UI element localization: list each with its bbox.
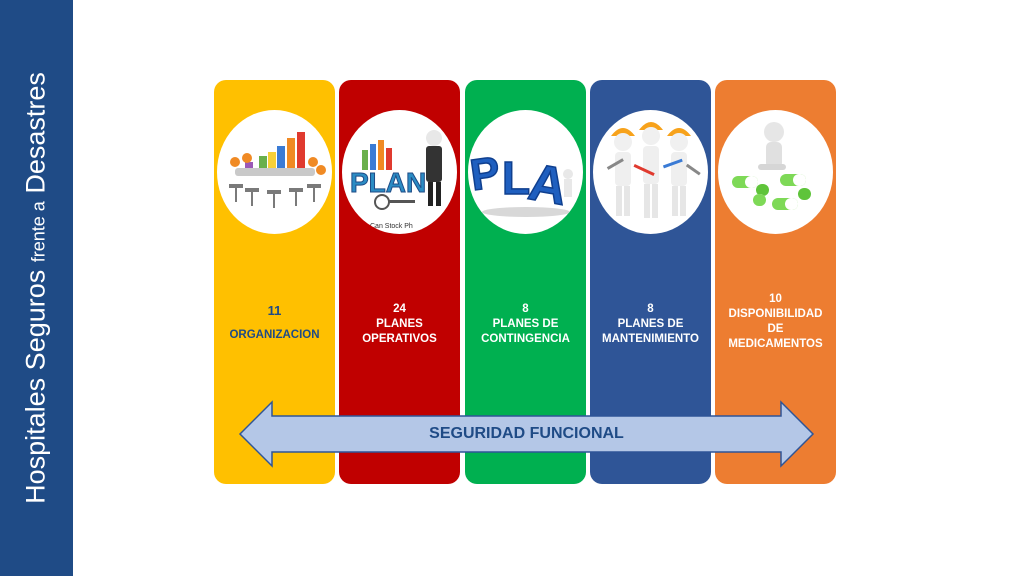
card-text-planes-contingencia: 8 PLANES DE CONTINGENCIA	[465, 302, 586, 347]
card-label-line: MANTENIMIENTO	[602, 333, 699, 345]
card-label-line: ORGANIZACION	[229, 329, 320, 341]
stock-watermark: Can Stock Ph	[370, 223, 413, 230]
card-text-planes-operativos: 24 PLANES OPERATIVOS	[339, 302, 460, 347]
card-number: 8	[522, 303, 529, 315]
card-label-line: PLANES DE	[492, 318, 559, 330]
title-connector: frente a	[28, 201, 49, 263]
card-label-line: PLANES	[376, 318, 423, 330]
plan-letters-icon: P L A	[468, 110, 583, 234]
card-label-line: MEDICAMENTOS	[728, 338, 823, 350]
card-number: 10	[769, 293, 782, 305]
card-text-medicamentos: 10 DISPONIBILIDAD DE MEDICAMENTOS	[715, 292, 836, 352]
title-tail: Desastres	[20, 72, 51, 194]
figure-on-pills-icon	[718, 110, 833, 234]
card-text-planes-mantenimiento: 8 PLANES DE MANTENIMIENTO	[590, 302, 711, 347]
workers-tools-icon	[593, 110, 708, 234]
card-medicamentos: 10 DISPONIBILIDAD DE MEDICAMENTOS	[715, 80, 836, 484]
card-label-line: PLANES DE	[617, 318, 684, 330]
card-label-line: DE	[767, 323, 784, 335]
card-label-line: DISPONIBILIDAD	[728, 308, 823, 320]
svg-text:PLAN: PLAN	[350, 167, 426, 198]
title-main: Hospitales Seguros	[20, 269, 51, 504]
sidebar: Hospitales Seguros frente a Desastres	[0, 0, 73, 576]
slide-title: Hospitales Seguros frente a Desastres	[20, 72, 51, 504]
card-number: 11	[267, 303, 282, 318]
meeting-chart-icon	[217, 110, 332, 234]
svg-text:L: L	[502, 152, 530, 204]
seguridad-funcional-arrow: SEGURIDAD FUNCIONAL	[238, 400, 815, 468]
card-label-line: CONTINGENCIA	[481, 333, 570, 345]
svg-text:P: P	[468, 148, 503, 201]
card-text-organizacion: 11 ORGANIZACION	[214, 302, 335, 343]
card-planes-mantenimiento: 8 PLANES DE MANTENIMIENTO	[590, 80, 711, 484]
card-number: 8	[647, 303, 654, 315]
plan-businessman-icon: PLAN Can Stock Ph	[342, 110, 457, 234]
card-label-line: OPERATIVOS	[362, 333, 437, 345]
card-number: 24	[393, 303, 406, 315]
arrow-label: SEGURIDAD FUNCIONAL	[429, 425, 624, 442]
